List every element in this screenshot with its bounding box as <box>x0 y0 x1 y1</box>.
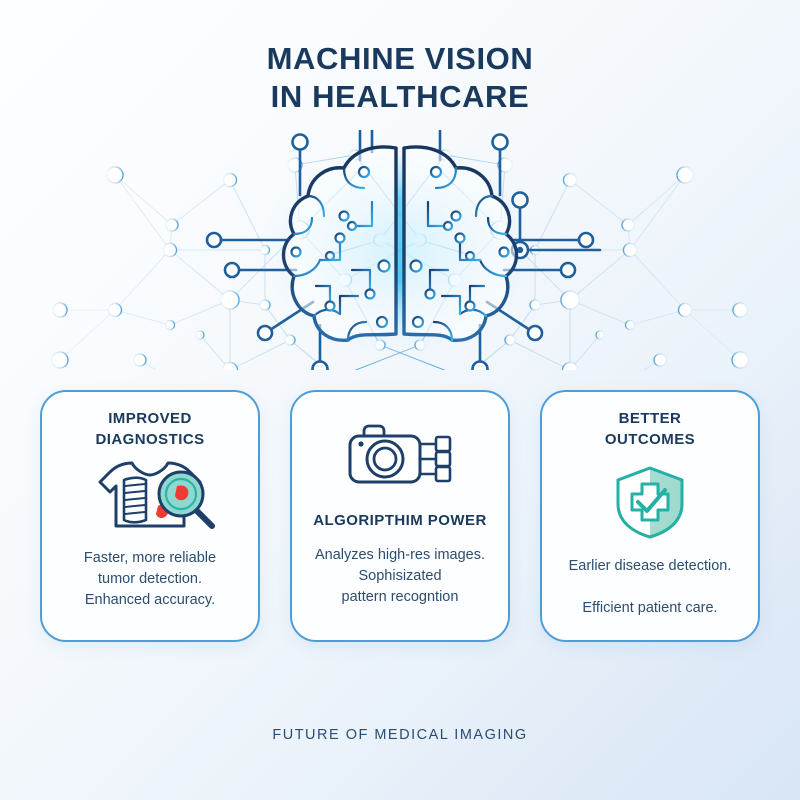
footer: FUTURE OF MEDICAL IMAGING <box>0 726 800 744</box>
title-line-1: MACHINE VISION <box>266 41 534 76</box>
card-body-algoripthim-power: Analyzes high-res images. Sophisizated p… <box>314 547 486 605</box>
card-body-improved-diagnostics: Faster, more reliable tumor detection. E… <box>83 550 217 608</box>
card-better-outcomes[interactable]: BETTER OUTCOMES <box>540 390 760 642</box>
card-improved-diagnostics[interactable]: IMPROVED DIAGNOSTICS <box>40 390 260 642</box>
card-algoripthim-power[interactable]: ALGORIPTHIM POWER Analyzes high-res imag… <box>290 390 510 642</box>
page-title: MACHINE VISION IN HEALTHCARE <box>0 40 800 116</box>
brain-connector-hub-core <box>516 246 524 254</box>
brain-connector-nodes <box>205 133 595 370</box>
brain-right-hemisphere <box>402 145 519 342</box>
circuit-brain-network-graphic <box>51 130 749 370</box>
brain-center-glow <box>396 152 404 337</box>
footer-text: FUTURE OF MEDICAL IMAGING <box>272 727 528 743</box>
smart-camera-icon <box>340 422 460 492</box>
feature-cards-row: IMPROVED DIAGNOSTICS <box>0 390 800 642</box>
card-body-better-outcomes: Earlier disease detection. Efficient pat… <box>568 558 732 616</box>
xray-magnifier-icon <box>80 458 220 536</box>
card-title-better-outcomes: BETTER OUTCOMES <box>604 410 696 448</box>
hero-illustration <box>0 130 800 370</box>
medical-shield-check-icon <box>605 464 695 540</box>
brain-left-hemisphere <box>281 145 398 342</box>
card-title-improved-diagnostics: IMPROVED DIAGNOSTICS <box>95 410 205 448</box>
card-title-algoripthim-power: ALGORIPTHIM POWER <box>313 512 487 529</box>
title-line-2: IN HEALTHCARE <box>270 79 530 114</box>
